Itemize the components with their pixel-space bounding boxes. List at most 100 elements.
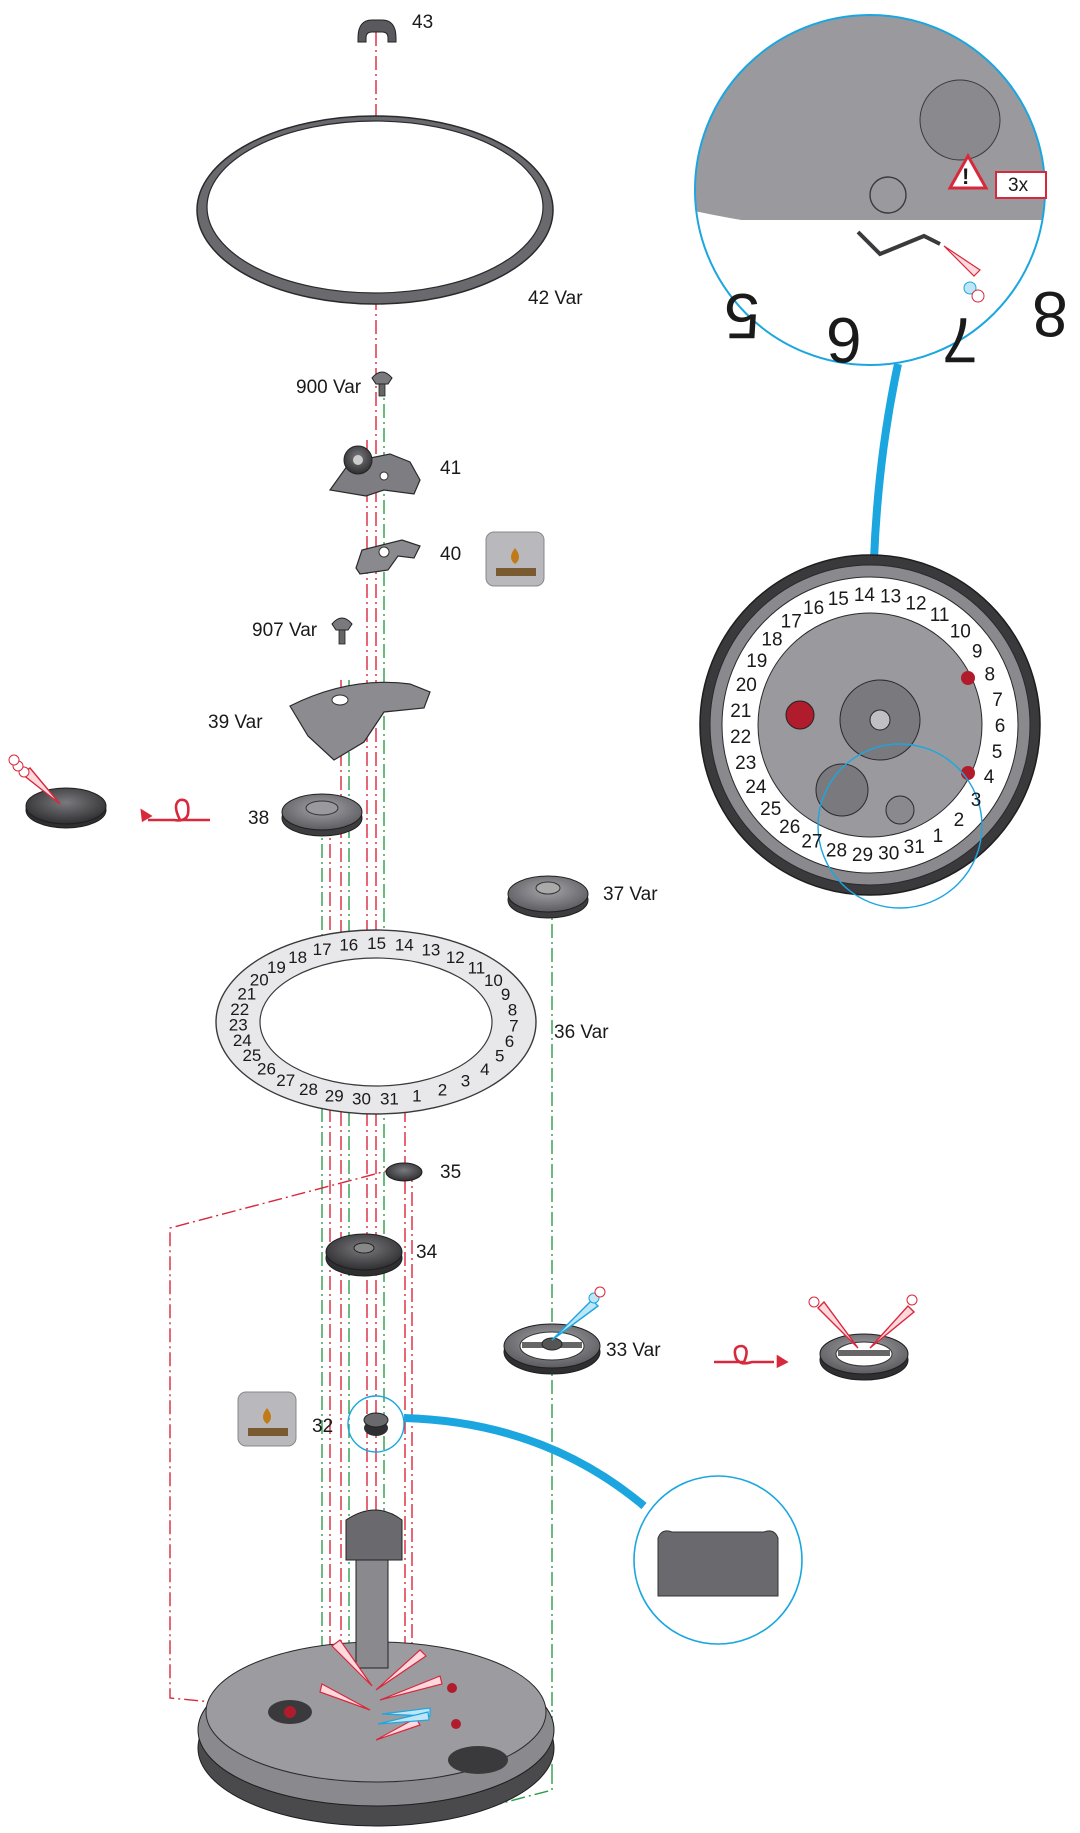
top-view-date-number: 11	[930, 605, 950, 626]
zoom-date-digit: 6	[826, 304, 862, 376]
date-ring-number: 7	[509, 1016, 518, 1035]
date-ring-number: 6	[505, 1032, 514, 1051]
top-view-date-number: 20	[736, 675, 757, 696]
date-ring-number: 15	[367, 934, 386, 953]
zoom-date-digit: 5	[724, 280, 760, 352]
top-view-date-number: 3	[971, 790, 982, 811]
label-part-900: 900 Var	[296, 377, 362, 398]
top-view-date-number: 30	[878, 844, 899, 865]
label-part-36: 36 Var	[554, 1022, 609, 1043]
date-ring-number: 20	[250, 971, 269, 990]
zoom-date-digit: 8	[1032, 278, 1068, 350]
label-part-38: 38	[248, 808, 269, 829]
rotate-arrow-icon	[140, 798, 210, 823]
top-view-date-number: 13	[880, 587, 901, 608]
top-view-date-number: 22	[730, 727, 751, 748]
warning-count: 3x	[1008, 175, 1029, 196]
top-view-date-number: 16	[803, 598, 824, 619]
oil-drop-icon	[485, 531, 545, 587]
pinion-zoom-callout	[633, 1475, 803, 1645]
date-ring-number: 22	[230, 1000, 249, 1019]
date-ring-number: 3	[461, 1071, 470, 1090]
top-view-date-number: 19	[746, 651, 767, 672]
top-view-date-number: 10	[950, 621, 971, 642]
date-ring-number: 30	[352, 1090, 371, 1109]
zoom-date-digit: 7	[942, 304, 978, 376]
label-part-40: 40	[440, 544, 461, 565]
top-view-date-number: 31	[904, 837, 925, 858]
top-view-date-number: 24	[745, 777, 767, 798]
svg-text:!: !	[962, 164, 969, 189]
date-ring-number: 12	[446, 948, 465, 967]
tweezers-icon	[808, 1294, 918, 1381]
date-ring-number: 24	[233, 1031, 252, 1050]
date-ring-number: 1	[412, 1087, 421, 1106]
part-35-wheel	[385, 1162, 423, 1182]
top-view-date-number: 12	[905, 593, 926, 614]
rotate-arrow-icon	[714, 1344, 789, 1369]
base-movement	[197, 1509, 555, 1827]
part-40-lever	[355, 539, 421, 575]
top-view-date-number: 8	[985, 665, 996, 686]
date-ring-number: 17	[313, 940, 332, 959]
top-view-date-number: 28	[826, 841, 847, 862]
date-ring-number: 2	[438, 1080, 447, 1099]
date-ring-number: 16	[339, 936, 358, 955]
label-part-37: 37 Var	[603, 884, 658, 905]
label-part-41: 41	[440, 458, 461, 479]
date-ring-number: 8	[508, 1001, 517, 1020]
oil-drop-icon	[237, 1391, 297, 1447]
top-view-date-number: 9	[972, 642, 983, 663]
date-ring-number: 13	[421, 940, 440, 959]
date-ring-number: 5	[495, 1047, 504, 1066]
label-part-907: 907 Var	[252, 620, 318, 641]
date-ring-number: 21	[237, 985, 256, 1004]
top-view-date-number: 21	[730, 701, 751, 722]
top-view-date-number: 17	[781, 612, 802, 633]
top-view-date-number: 14	[854, 585, 876, 606]
movement-top-view: 1234567891011121314151617181920212223242…	[699, 554, 1041, 909]
part-32-pinion	[347, 1395, 405, 1453]
top-view-date-number: 5	[992, 742, 1003, 763]
top-view-date-number: 6	[995, 716, 1006, 737]
part-41-bridge	[328, 445, 421, 497]
date-ring-number: 29	[325, 1086, 344, 1105]
top-view-date-number: 27	[801, 831, 822, 852]
date-ring-number: 19	[267, 958, 286, 977]
date-ring-number: 14	[395, 936, 414, 955]
label-part-32: 32	[312, 1416, 333, 1437]
date-ring-number: 10	[484, 971, 503, 990]
label-part-43: 43	[412, 12, 433, 33]
label-part-39: 39 Var	[208, 712, 263, 733]
part-33-wheel	[503, 1286, 606, 1375]
part-38-wheel	[281, 793, 363, 837]
date-ring-number: 11	[468, 959, 486, 978]
label-part-33: 33 Var	[606, 1340, 661, 1361]
date-ring-number: 9	[501, 985, 510, 1004]
date-ring-number: 4	[480, 1060, 489, 1079]
date-ring-number: 28	[299, 1080, 318, 1099]
top-view-date-number: 2	[954, 810, 965, 831]
callout-line	[403, 1414, 647, 1510]
label-part-42: 42 Var	[528, 288, 583, 309]
top-view-date-number: 4	[984, 767, 995, 788]
part-900-screw	[371, 371, 393, 397]
label-part-34: 34	[416, 1242, 438, 1263]
tweezers-cluster	[319, 1639, 443, 1741]
top-view-date-number: 25	[760, 799, 781, 820]
top-view-date-number: 29	[852, 845, 873, 866]
part-42-casing-ring	[196, 115, 554, 305]
top-view-date-number: 18	[761, 630, 782, 651]
date-ring-number: 27	[276, 1071, 295, 1090]
date-ring-number: 23	[229, 1016, 248, 1035]
date-ring-number: 18	[288, 948, 307, 967]
date-ring-number: 26	[257, 1060, 276, 1079]
warning-count-box: 3x	[995, 171, 1047, 199]
top-view-date-number: 23	[735, 753, 756, 774]
top-view-date-number: 1	[933, 826, 944, 847]
part-43-clip	[357, 19, 397, 43]
